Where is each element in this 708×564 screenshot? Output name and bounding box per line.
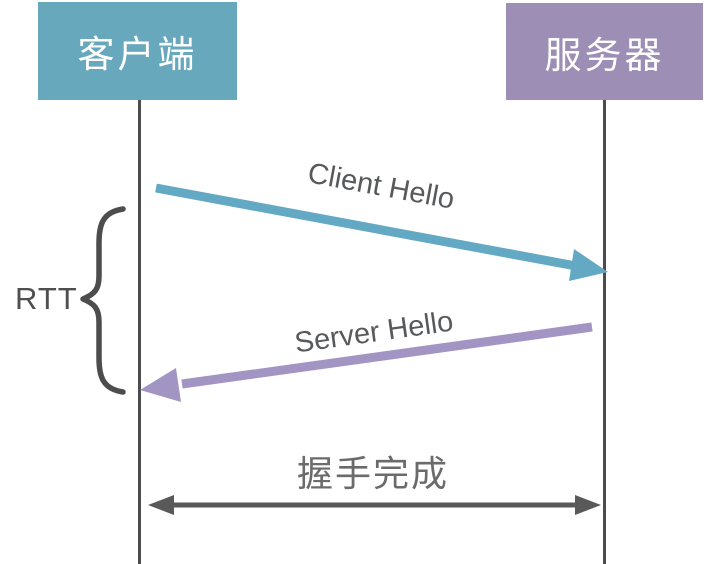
server-lifeline <box>603 100 606 564</box>
rtt-brace <box>80 206 126 395</box>
actor-box-client: 客户端 <box>38 2 237 100</box>
client-lifeline <box>138 100 141 564</box>
client-hello-arrowhead-icon <box>569 249 608 281</box>
rtt-label: RTT <box>15 281 78 316</box>
handshake-complete-label: 握手完成 <box>296 453 450 494</box>
server-hello-arrowhead-icon <box>140 368 181 402</box>
actor-label-server: 服务器 <box>544 34 665 76</box>
handshake-arrowhead-left-icon <box>148 495 174 515</box>
actor-label-client: 客户端 <box>77 34 198 75</box>
server-hello-arrow-line <box>181 322 593 389</box>
actor-box-server: 服务器 <box>506 3 703 100</box>
handshake-arrowhead-right-icon <box>575 495 601 515</box>
client-hello-arrow-line <box>155 183 577 271</box>
